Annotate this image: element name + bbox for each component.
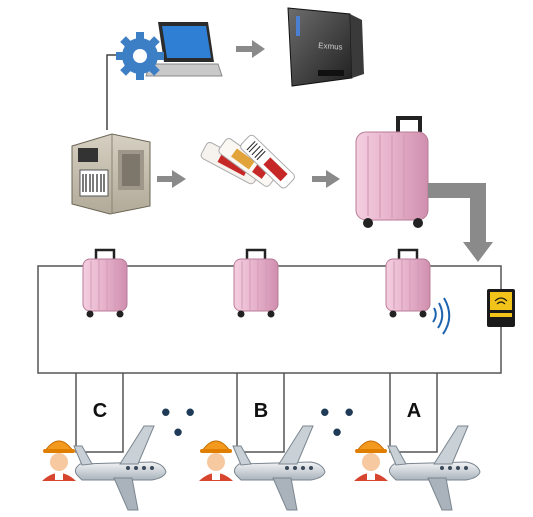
arrow-right-icon — [312, 170, 340, 188]
airplane-icon — [387, 425, 481, 511]
rfid-reader-icon — [487, 289, 515, 327]
worker-icon — [353, 440, 389, 482]
laptop-printer-connector — [106, 54, 125, 130]
gate-separator-dots: • • • — [161, 397, 199, 447]
label-printer-icon — [71, 133, 151, 215]
external-hard-drive-icon: Exmus — [287, 7, 364, 87]
rfid-wave-icon — [432, 297, 451, 335]
suitcase-icon — [232, 248, 280, 319]
gate-label-c: C — [92, 400, 108, 422]
baggage-tags-icon — [200, 134, 295, 189]
worker-icon — [198, 440, 234, 482]
gate-chute-a — [389, 373, 438, 453]
suitcase-icon — [81, 248, 129, 319]
suitcase-icon — [384, 248, 432, 319]
arrow-right-icon — [236, 40, 265, 58]
suitcase-icon — [355, 116, 429, 228]
gate-label-a: A — [406, 400, 422, 422]
arrow-right-icon — [157, 170, 186, 188]
worker-icon — [41, 440, 77, 482]
arrow-down-icon — [428, 183, 493, 262]
gate-separator-dots: • • • — [320, 397, 358, 447]
svg-text:Exmus: Exmus — [318, 41, 343, 52]
gate-chute-c — [75, 373, 124, 453]
gate-chute-b — [236, 373, 285, 453]
laptop-with-gear-icon — [116, 22, 223, 80]
gate-label-b: B — [253, 400, 269, 422]
